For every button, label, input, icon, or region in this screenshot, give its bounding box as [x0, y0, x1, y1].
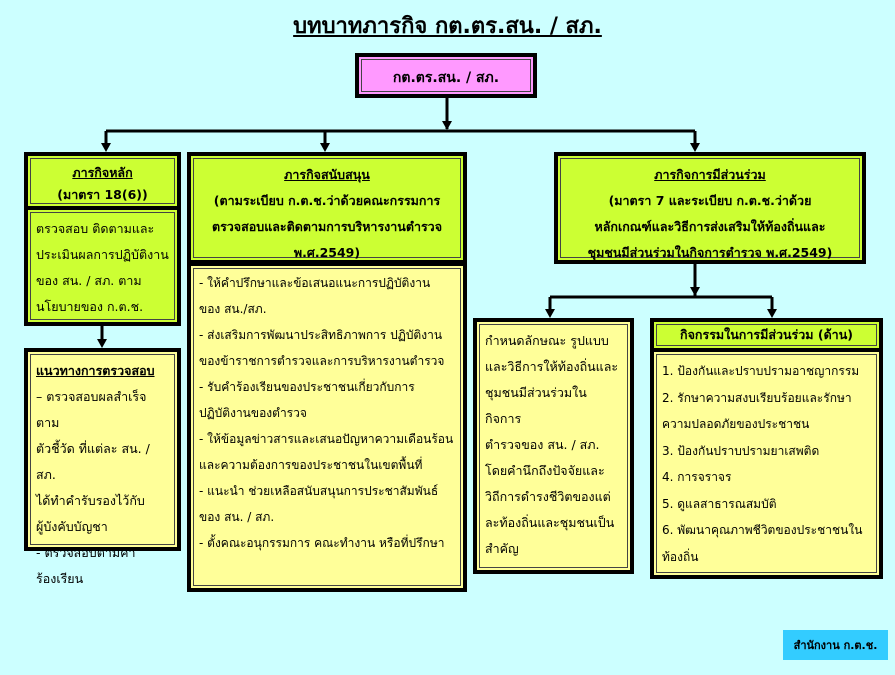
root-node: กต.ตร.สน. / สภ.: [355, 53, 537, 98]
support-mission-header: ภารกิจสนับสนุน (ตามระเบียบ ก.ต.ช.ว่าด้วย…: [187, 152, 467, 264]
support-mission-title: ภารกิจสนับสนุน: [284, 167, 370, 182]
footer-badge: สำนักงาน ก.ต.ช.: [783, 630, 888, 660]
text-line: ของข้าราชการตำรวจและการบริหารงานตำรวจ: [199, 354, 445, 368]
main-mission-subtitle: (มาตรา 18(6)): [57, 187, 148, 202]
text-line: ตรวจสอบ ติดตามและ: [36, 221, 155, 236]
text-line: - แนะนำ ช่วยเหลือสนับสนุนการประชาสัมพันธ…: [199, 484, 439, 498]
text-line: วิถีการดำรงชีวิตของแต่: [485, 489, 611, 504]
footer-label: สำนักงาน ก.ต.ช.: [793, 639, 878, 652]
text-line: ปฏิบัติงานของตำรวจ: [199, 406, 307, 420]
text-line: 5. ดูแลสาธารณสมบัติ: [662, 496, 777, 511]
root-label: กต.ตร.สน. / สภ.: [392, 70, 500, 86]
arrowhead: [545, 309, 555, 318]
text-line: หลักเกณฑ์และวิธีการส่งเสริมให้ท้องถิ่นแล…: [594, 219, 826, 234]
text-line: และความต้องการของประชาชนในเขตพื้นที่: [199, 458, 423, 472]
text-line: ชุมชนมีส่วนร่วมในกิจการ: [485, 385, 587, 426]
text-line: ของ สน./สภ.: [199, 302, 267, 316]
arrowhead: [442, 121, 452, 130]
participation-mission-title: ภารกิจการมีส่วนร่วม: [654, 167, 766, 182]
text-line: 4. การจราจร: [662, 470, 732, 484]
text-line: ชุมชนมีส่วนร่วมในกิจการตำรวจ พ.ศ.2549): [587, 245, 833, 260]
text-line: 3. ป้องกันปราบปรามยาเสพติด: [662, 443, 820, 458]
text-line: (มาตรา 7 และระเบียบ ก.ต.ช.ว่าด้วย: [608, 193, 812, 208]
text-line: ตรวจสอบและติดตามการบริหารงานตำรวจ: [211, 219, 443, 234]
participation-form-box: กำหนดลักษณะ รูปแบบ และวิธีการให้ท้องถิ่น…: [473, 318, 634, 574]
text-line: (ตามระเบียบ ก.ต.ช.ว่าด้วยคณะกรรมการ: [213, 193, 441, 208]
text-line: - ตรวจสอบตามคำ: [36, 545, 136, 560]
arrowhead: [101, 143, 111, 152]
main-mission-header: ภารกิจหลัก (มาตรา 18(6)): [24, 152, 181, 210]
main-mission-body: ตรวจสอบ ติดตามและ ประเมินผลการปฏิบัติงาน…: [24, 206, 181, 326]
text-line: กำหนดลักษณะ รูปแบบ: [485, 333, 609, 348]
text-line: - รับคำร้องเรียนของประชาชนเกี่ยวกับการ: [199, 380, 415, 394]
text-line: - ตั้งคณะอนุกรรมการ คณะทำงาน หรือที่ปรึก…: [199, 536, 445, 550]
text-line: – ตรวจสอบผลสำเร็จตาม: [36, 389, 147, 430]
arrowhead: [690, 287, 700, 296]
arrowhead: [690, 143, 700, 152]
support-mission-body: - ให้คำปรึกษาและข้อเสนอแนะการปฏิบัติงาน …: [187, 262, 467, 592]
text-line: 2. รักษาความสงบเรียบร้อยและรักษา: [662, 390, 852, 405]
text-line: พ.ศ.2549): [293, 245, 361, 260]
text-line: ตำรวจของ สน. / สภ.: [485, 437, 600, 452]
text-line: โดยคำนึกถึงปัจจัยและ: [485, 463, 605, 478]
text-line: ได้ทำคำรับรองไว้กับ: [36, 493, 145, 508]
diagram-title: บทบาทภารกิจ กต.ตร.สน. / สภ.: [293, 14, 602, 39]
text-line: ตัวชี้วัด ที่แต่ละ สน. / สภ.: [36, 441, 150, 482]
text-line: - ส่งเสริมการพัฒนาประสิทธิภาพการ ปฏิบัติ…: [199, 328, 443, 342]
text-line: ความปลอดภัยของประชาชน: [662, 417, 810, 431]
activities-body: 1. ป้องกันและปราบปรามอาชญากรรม 2. รักษาค…: [650, 348, 883, 579]
text-line: 1. ป้องกันและปราบปรามอาชญากรรม: [662, 364, 860, 378]
text-line: - ให้คำปรึกษาและข้อเสนอแนะการปฏิบัติงาน: [199, 276, 431, 290]
arrowhead: [97, 339, 107, 348]
participation-mission-header: ภารกิจการมีส่วนร่วม (มาตรา 7 และระเบียบ …: [554, 152, 866, 264]
text-line: ของ สน. / สภ. ตาม: [36, 273, 142, 288]
text-line: ของ สน. / สภ.: [199, 510, 275, 524]
activities-title: กิจกรรมในการมีส่วนร่วม (ด้าน): [680, 327, 853, 342]
main-mission-title: ภารกิจหลัก: [72, 165, 133, 180]
inspection-box: แนวทางการตรวจสอบ – ตรวจสอบผลสำเร็จตาม ตั…: [24, 348, 181, 586]
inspection-title: แนวทางการตรวจสอบ: [36, 363, 155, 378]
text-line: 6. พัฒนาคุณภาพชีวิตของประชาชนใน: [662, 523, 863, 537]
text-line: - ให้ข้อมูลข่าวสารและเสนอปัญหาความเดือนร…: [199, 432, 454, 446]
arrowhead: [320, 143, 330, 152]
text-line: นโยบายของ ก.ต.ช.: [36, 299, 144, 314]
text-line: ผู้บังคับบัญชา: [36, 519, 108, 534]
text-line: และวิธีการให้ท้องถิ่นและ: [485, 359, 619, 374]
text-line: ท้องถิ่น: [662, 549, 699, 564]
text-line: ละท้องถิ่นและชุมชนเป็น: [485, 515, 615, 530]
activities-header: กิจกรรมในการมีส่วนร่วม (ด้าน): [650, 318, 883, 352]
text-line: ประเมินผลการปฏิบัติงาน: [36, 247, 169, 262]
text-line: ร้องเรียน: [36, 571, 84, 586]
text-line: สำคัญ: [485, 541, 519, 556]
arrowhead: [767, 309, 777, 318]
